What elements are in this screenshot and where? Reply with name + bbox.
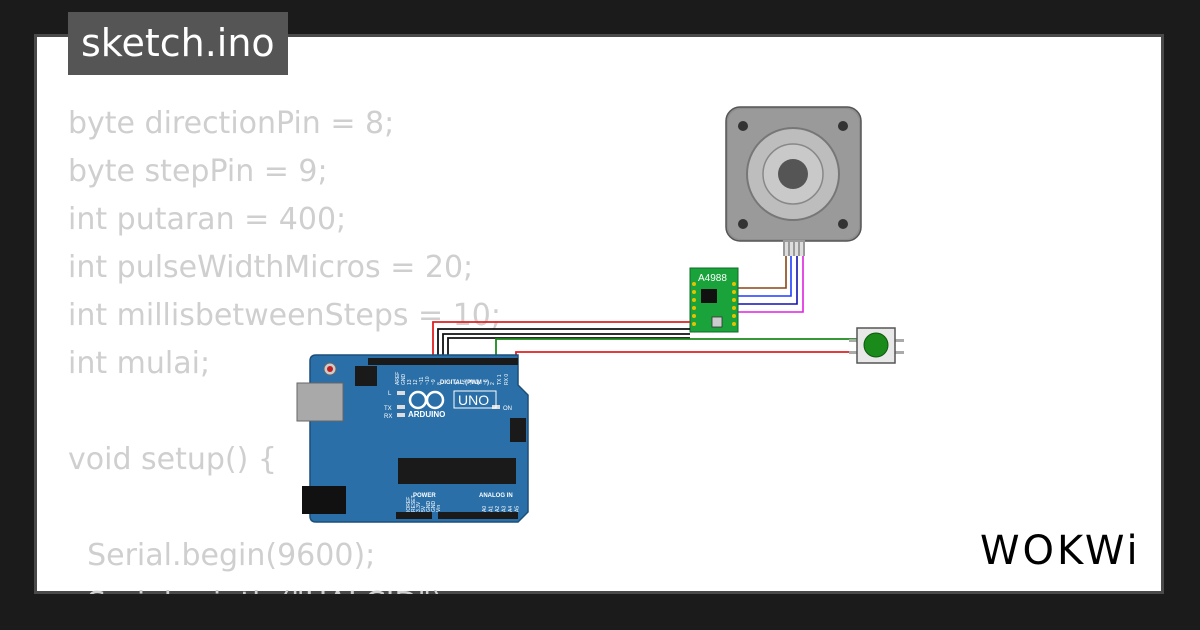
digital-pin-label: 12 xyxy=(413,379,419,385)
digital-pin-label: 8 xyxy=(437,382,443,385)
reset-button xyxy=(327,366,333,372)
digital-pin-label: 4 xyxy=(476,382,482,385)
digital-pin-label: 7 xyxy=(455,382,461,385)
analog-header xyxy=(438,512,518,519)
svg-text:DIGITAL (PWM ~): DIGITAL (PWM ~) xyxy=(440,380,489,386)
digital-pin-label: GND xyxy=(401,374,407,386)
digital-pin-label: 2 xyxy=(490,382,496,385)
digital-pin-label: 13 xyxy=(407,379,413,385)
digital-pin-label: ~11 xyxy=(419,377,425,385)
a4988-driver[interactable]: A4988 xyxy=(689,267,739,333)
code-area: byte directionPin = 8; byte stepPin = 9;… xyxy=(34,34,1164,594)
power-pin-label: RESET xyxy=(411,495,417,512)
analog-pin-label: A1 xyxy=(489,506,495,512)
motor-wires xyxy=(737,256,804,313)
wokwi-logo: WOKWi xyxy=(980,528,1141,574)
stepper-motor[interactable] xyxy=(725,106,862,256)
digital-pin-label: ~5 xyxy=(469,379,475,385)
power-header xyxy=(396,512,432,519)
usb-port xyxy=(296,382,344,422)
digital-pin-label: ~3 xyxy=(483,379,489,385)
svg-text:TX: TX xyxy=(384,406,392,412)
svg-text:L: L xyxy=(388,391,392,397)
analog-pin-label: A3 xyxy=(502,506,508,512)
svg-text:ON: ON xyxy=(503,406,512,412)
digital-pin-label: AREF xyxy=(395,372,401,385)
screw-hole xyxy=(738,219,748,229)
analog-pin-label: A4 xyxy=(508,506,514,512)
file-tab[interactable]: sketch.ino xyxy=(68,12,288,75)
power-pin-label: GND xyxy=(431,501,437,513)
screw-hole xyxy=(738,121,748,131)
digital-pin-label: ~10 xyxy=(425,376,431,385)
atmega-chip xyxy=(398,458,516,484)
analog-pin-label: A5 xyxy=(515,506,521,512)
analog-pin-label: A2 xyxy=(495,506,501,512)
driver-label: A4988 xyxy=(698,273,727,284)
power-pin-label: GND xyxy=(426,501,432,513)
svg-text:ARDUINO: ARDUINO xyxy=(408,410,445,419)
power-pin-label: IOREF xyxy=(406,497,412,512)
digital-pin-label: RX 0 xyxy=(504,374,510,385)
digital-header xyxy=(368,358,518,365)
power-pin-label: Vin xyxy=(436,505,442,512)
screw-hole xyxy=(838,219,848,229)
arduino-uno-board[interactable]: L TX RX ON ARDUINO UNO DIGITAL (PWM ~) P… xyxy=(296,354,529,523)
svg-text:RX: RX xyxy=(384,414,392,420)
svg-text:POWER: POWER xyxy=(413,493,436,499)
screw-hole xyxy=(838,121,848,131)
power-pin-label: 5V xyxy=(421,505,427,512)
digital-pin-label: ~6 xyxy=(462,379,468,385)
digital-pin-label: TX 1 xyxy=(497,374,503,385)
svg-text:UNO: UNO xyxy=(458,392,489,408)
push-button[interactable] xyxy=(849,327,904,364)
power-pin-label: 3.3V xyxy=(416,501,422,512)
power-jack xyxy=(302,486,346,514)
digital-pin-label: ~9 xyxy=(431,379,437,385)
code-text: byte directionPin = 8; byte stepPin = 9;… xyxy=(68,106,501,594)
svg-text:ANALOG IN: ANALOG IN xyxy=(479,493,513,499)
preview-card xyxy=(34,34,1164,594)
analog-pin-label: A0 xyxy=(482,506,488,512)
